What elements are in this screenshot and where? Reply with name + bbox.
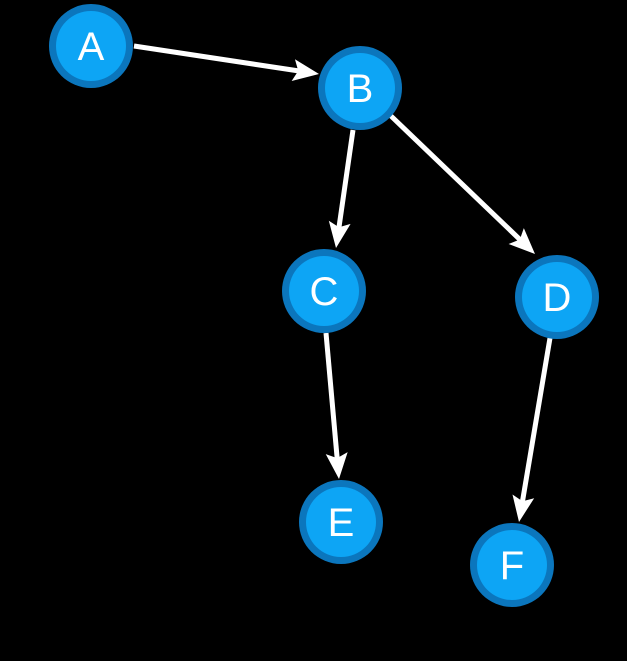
node-fill (306, 487, 376, 557)
node-label: E (328, 501, 355, 545)
edge-d-f (512, 337, 553, 522)
node-label: D (543, 276, 572, 320)
edge-arrowhead (328, 220, 351, 248)
graph-node-a[interactable]: A (49, 4, 133, 88)
node-fill (56, 11, 126, 81)
edge-line (519, 337, 553, 503)
edge-c-e (323, 332, 348, 479)
edge-arrowhead (512, 494, 535, 522)
edge-line (389, 114, 523, 242)
node-fill (522, 262, 592, 332)
edge-layer (133, 43, 553, 522)
node-layer: A B C D E F (49, 4, 599, 607)
edge-line (323, 332, 340, 460)
edge-b-c (328, 129, 356, 248)
node-fill (289, 256, 359, 326)
node-label: F (500, 544, 524, 588)
graph-node-f[interactable]: F (470, 523, 554, 607)
edge-line (336, 129, 356, 229)
node-label: B (347, 67, 374, 111)
edge-a-b (133, 43, 319, 81)
edge-line (133, 43, 300, 74)
node-label: C (310, 270, 339, 314)
graph-node-b[interactable]: B (318, 46, 402, 130)
graph-node-e[interactable]: E (299, 480, 383, 564)
node-label: A (78, 25, 105, 69)
edge-arrowhead (508, 228, 535, 254)
graph-node-c[interactable]: C (282, 249, 366, 333)
node-fill (477, 530, 547, 600)
edge-arrowhead (291, 59, 319, 81)
edge-b-d (389, 114, 535, 254)
graph-node-d[interactable]: D (515, 255, 599, 339)
node-fill (325, 53, 395, 123)
edge-arrowhead (325, 452, 348, 479)
